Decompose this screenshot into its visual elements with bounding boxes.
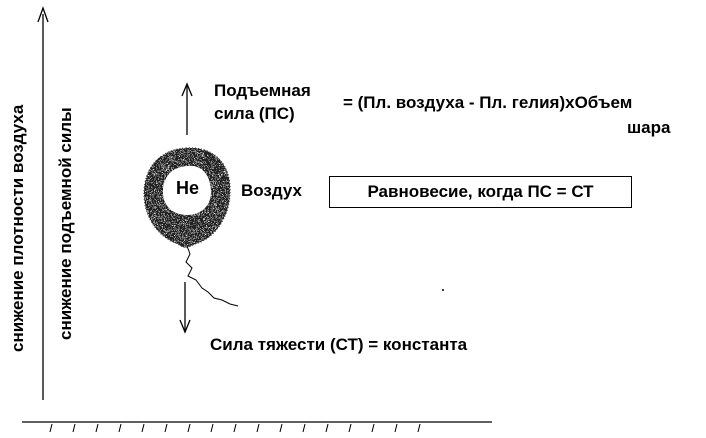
air-label: Воздух [241,181,303,200]
helium-balloon [143,147,231,248]
helium-label: Не [176,178,200,198]
lift-formula-line1: = (Пл. воздуха - Пл. гелия)хОбъем [343,93,633,112]
balloon-string [185,245,239,307]
gravity-arrowhead [179,319,191,334]
lift-force-axis-label: снижение подъемной силы [56,107,75,340]
lift-arrowhead [181,82,193,97]
equilibrium-text: Равновесие, когда ПС = СТ [367,182,594,201]
vertical-axis-arrowhead [37,6,49,23]
gravity-label: Сила тяжести (СТ) = константа [210,335,468,354]
ground-hatching [49,423,421,433]
air-density-axis-label: снижение плотности воздуха [8,104,27,352]
equilibrium-box: Равновесие, когда ПС = СТ [329,176,632,208]
stray-dot [442,289,444,291]
lift-label-line1: Подъемная [214,81,311,100]
lift-formula-line2: шара [627,118,671,137]
lift-label-line2: сила (ПС) [214,104,295,123]
